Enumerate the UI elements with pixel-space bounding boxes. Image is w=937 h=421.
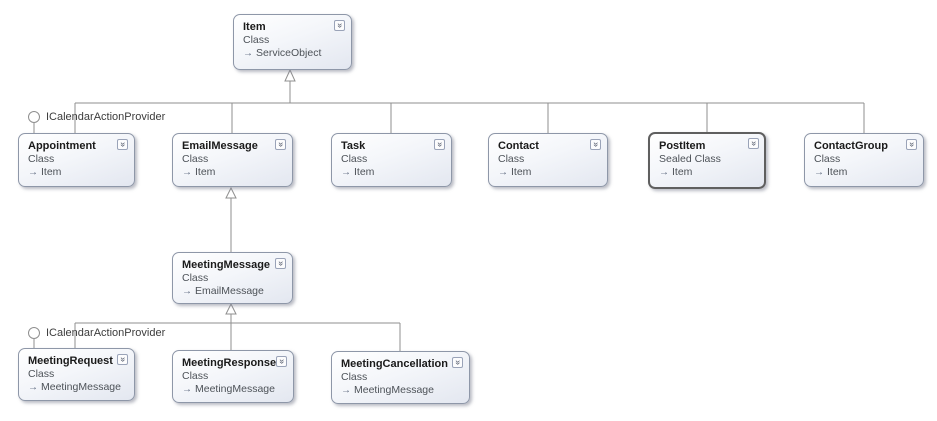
collapse-chevron-icon[interactable]: « xyxy=(452,357,463,368)
base-class-line: →EmailMessage xyxy=(182,285,284,298)
interface-label: ICalendarActionProvider xyxy=(46,111,166,123)
base-class-name: Item xyxy=(41,166,62,178)
base-class-line: →MeetingMessage xyxy=(182,383,285,396)
class-kind: Class xyxy=(28,368,55,380)
class-kind: Class xyxy=(182,370,209,382)
base-class-name: MeetingMessage xyxy=(195,383,275,395)
inherits-arrow-icon: → xyxy=(498,167,508,178)
inherits-arrow-icon: → xyxy=(182,167,192,178)
base-class-line: →Item xyxy=(182,166,284,179)
interface-label: ICalendarActionProvider xyxy=(46,327,166,339)
class-node-task[interactable]: « Task Class →Item xyxy=(331,133,452,187)
inherits-arrow-icon: → xyxy=(28,382,38,393)
class-node-contact[interactable]: « Contact Class →Item xyxy=(488,133,608,187)
inherits-arrow-icon: → xyxy=(341,385,351,396)
class-name: Item xyxy=(243,21,266,33)
class-name: EmailMessage xyxy=(182,140,258,152)
class-kind: Class xyxy=(814,153,841,165)
base-class-name: Item xyxy=(827,166,848,178)
class-name: Task xyxy=(341,140,366,152)
base-class-line: →MeetingMessage xyxy=(341,384,461,397)
base-class-name: EmailMessage xyxy=(195,285,264,297)
class-name: PostItem xyxy=(659,140,706,152)
class-kind: Class xyxy=(243,34,270,46)
inherits-arrow-icon: → xyxy=(814,167,824,178)
class-node-meetingrequest[interactable]: « MeetingRequest Class →MeetingMessage xyxy=(18,348,135,401)
inheritance-triangle-icon xyxy=(225,186,237,199)
class-kind: Class xyxy=(182,153,209,165)
interface-lollipop-icon xyxy=(28,111,40,123)
class-node-contactgroup[interactable]: « ContactGroup Class →Item xyxy=(804,133,924,187)
base-class-name: ServiceObject xyxy=(256,47,322,59)
class-name: Contact xyxy=(498,140,539,152)
inheritance-triangle-icon xyxy=(225,302,237,315)
class-kind: Class xyxy=(28,153,55,165)
class-node-item[interactable]: « Item Class →ServiceObject xyxy=(233,14,352,70)
inherits-arrow-icon: → xyxy=(243,48,253,59)
base-class-line: →Item xyxy=(659,166,756,179)
base-class-line: →Item xyxy=(498,166,599,179)
class-name: Appointment xyxy=(28,140,96,152)
class-kind: Sealed Class xyxy=(659,153,721,165)
inheritance-connectors xyxy=(28,68,865,351)
base-class-name: Item xyxy=(195,166,216,178)
inherits-arrow-icon: → xyxy=(182,384,192,395)
collapse-chevron-icon[interactable]: « xyxy=(275,258,286,269)
collapse-chevron-icon[interactable]: « xyxy=(590,139,601,150)
collapse-chevron-icon[interactable]: « xyxy=(117,354,128,365)
collapse-chevron-icon[interactable]: « xyxy=(117,139,128,150)
collapse-chevron-icon[interactable]: « xyxy=(334,20,345,31)
base-class-line: →Item xyxy=(341,166,443,179)
class-node-postitem[interactable]: « PostItem Sealed Class →Item xyxy=(648,132,766,189)
inherits-arrow-icon: → xyxy=(182,286,192,297)
base-class-name: Item xyxy=(511,166,532,178)
base-class-line: →ServiceObject xyxy=(243,47,343,60)
base-class-name: MeetingMessage xyxy=(41,381,121,393)
base-class-line: →Item xyxy=(814,166,915,179)
collapse-chevron-icon[interactable]: « xyxy=(276,356,287,367)
class-node-appointment[interactable]: « Appointment Class →Item xyxy=(18,133,135,187)
class-node-meetingcancellation[interactable]: « MeetingCancellation Class →MeetingMess… xyxy=(331,351,470,404)
class-name: MeetingCancellation xyxy=(341,358,448,370)
base-class-name: Item xyxy=(354,166,375,178)
class-kind: Class xyxy=(341,371,368,383)
class-node-meetingmessage[interactable]: « MeetingMessage Class →EmailMessage xyxy=(172,252,293,304)
class-name: MeetingRequest xyxy=(28,355,113,367)
class-node-meetingresponse[interactable]: « MeetingResponse Class →MeetingMessage xyxy=(172,350,294,403)
class-name: ContactGroup xyxy=(814,140,888,152)
class-kind: Class xyxy=(182,272,209,284)
base-class-name: MeetingMessage xyxy=(354,384,434,396)
class-name: MeetingResponse xyxy=(182,357,277,369)
base-class-line: →MeetingMessage xyxy=(28,381,126,394)
inherits-arrow-icon: → xyxy=(28,167,38,178)
collapse-chevron-icon[interactable]: « xyxy=(275,139,286,150)
inherits-arrow-icon: → xyxy=(341,167,351,178)
inheritance-triangle-icon xyxy=(284,68,296,82)
base-class-name: Item xyxy=(672,166,693,178)
base-class-line: →Item xyxy=(28,166,126,179)
collapse-chevron-icon[interactable]: « xyxy=(434,139,445,150)
collapse-chevron-icon[interactable]: « xyxy=(906,139,917,150)
class-name: MeetingMessage xyxy=(182,259,271,271)
inherits-arrow-icon: → xyxy=(659,167,669,178)
interface-lollipop-icon xyxy=(28,327,40,339)
class-kind: Class xyxy=(498,153,525,165)
collapse-chevron-icon[interactable]: « xyxy=(748,138,759,149)
class-kind: Class xyxy=(341,153,368,165)
class-node-emailmessage[interactable]: « EmailMessage Class →Item xyxy=(172,133,293,187)
